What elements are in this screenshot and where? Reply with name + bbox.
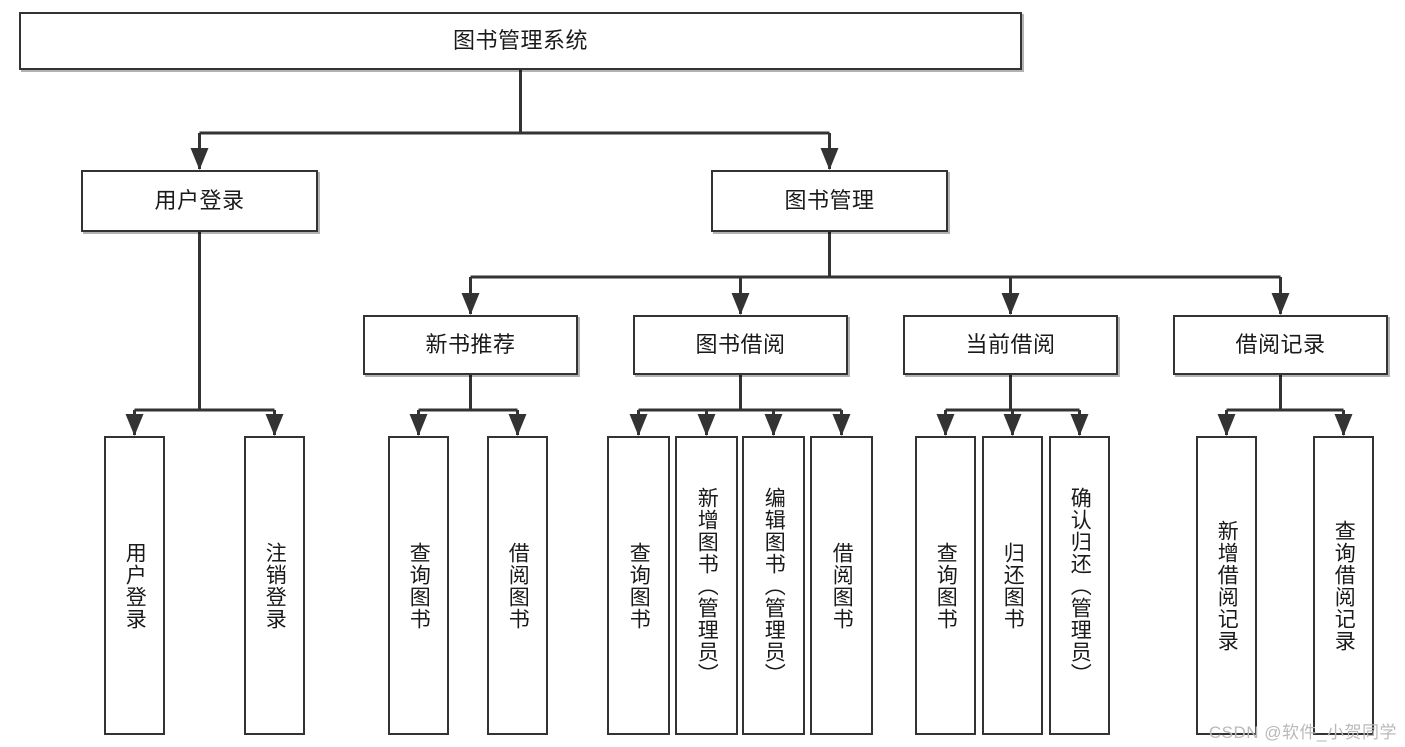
arrowhead-icon xyxy=(629,414,648,436)
node-label: 新书推荐 xyxy=(425,331,516,357)
arrowhead-icon xyxy=(731,293,750,315)
arrowhead-icon xyxy=(764,414,783,436)
node-borrow[interactable]: 图书借阅 xyxy=(633,315,848,375)
arrowhead-icon xyxy=(508,414,527,436)
node-label: 编辑图书（管理员） xyxy=(762,486,786,685)
node-bookmgmt[interactable]: 图书管理 xyxy=(711,170,948,232)
node-leaf-login-1[interactable]: 用户登录 xyxy=(104,436,165,735)
node-leaf-rec-2[interactable]: 查询借阅记录 xyxy=(1313,436,1374,735)
arrowhead-icon xyxy=(1334,414,1353,436)
node-leaf-cur-1[interactable]: 查询图书 xyxy=(915,436,976,735)
node-root[interactable]: 图书管理系统 xyxy=(19,12,1022,70)
arrowhead-icon xyxy=(697,414,716,436)
node-newbook[interactable]: 新书推荐 xyxy=(363,315,578,375)
arrowhead-icon xyxy=(1070,414,1089,436)
node-leaf-cur-3[interactable]: 确认归还（管理员） xyxy=(1049,436,1110,735)
node-label: 用户登录 xyxy=(154,187,245,213)
node-leaf-cur-2[interactable]: 归还图书 xyxy=(982,436,1043,735)
node-label: 当前借阅 xyxy=(965,331,1056,357)
node-leaf-borrow-4[interactable]: 借阅图书 xyxy=(810,436,873,735)
node-label: 图书管理 xyxy=(784,187,875,213)
node-label: 图书借阅 xyxy=(695,331,786,357)
node-leaf-borrow-3[interactable]: 编辑图书（管理员） xyxy=(742,436,805,735)
arrowhead-icon xyxy=(190,148,209,170)
node-leaf-borrow-1[interactable]: 查询图书 xyxy=(607,436,670,735)
node-records[interactable]: 借阅记录 xyxy=(1173,315,1388,375)
watermark-text: CSDN @软件_小贺同学 xyxy=(1208,723,1397,742)
arrowhead-icon xyxy=(936,414,955,436)
node-leaf-new-1[interactable]: 查询图书 xyxy=(388,436,449,735)
node-leaf-new-2[interactable]: 借阅图书 xyxy=(487,436,548,735)
node-current[interactable]: 当前借阅 xyxy=(903,315,1118,375)
node-label: 新增图书（管理员） xyxy=(695,486,719,685)
node-label: 查询图书 xyxy=(627,541,651,630)
arrowhead-icon xyxy=(1003,414,1022,436)
node-label: 图书管理系统 xyxy=(452,27,588,53)
node-login[interactable]: 用户登录 xyxy=(81,170,318,232)
arrowhead-icon xyxy=(1217,414,1236,436)
node-label: 确认归还（管理员） xyxy=(1068,486,1092,685)
node-label: 用户登录 xyxy=(123,541,147,630)
arrowhead-icon xyxy=(125,414,144,436)
arrowhead-icon xyxy=(832,414,851,436)
node-label: 归还图书 xyxy=(1001,541,1025,630)
arrowhead-icon xyxy=(409,414,428,436)
node-leaf-rec-1[interactable]: 新增借阅记录 xyxy=(1196,436,1257,735)
node-label: 注销登录 xyxy=(263,541,287,630)
node-label: 借阅图书 xyxy=(830,541,854,630)
node-label: 新增借阅记录 xyxy=(1215,519,1239,652)
arrowhead-icon xyxy=(1271,293,1290,315)
node-label: 查询图书 xyxy=(934,541,958,630)
arrowhead-icon xyxy=(265,414,284,436)
node-label: 借阅图书 xyxy=(506,541,530,630)
node-label: 查询图书 xyxy=(407,541,431,630)
arrowhead-icon xyxy=(1001,293,1020,315)
node-label: 查询借阅记录 xyxy=(1332,519,1356,652)
node-label: 借阅记录 xyxy=(1235,331,1326,357)
node-leaf-login-2[interactable]: 注销登录 xyxy=(244,436,305,735)
node-leaf-borrow-2[interactable]: 新增图书（管理员） xyxy=(675,436,738,735)
arrowhead-icon xyxy=(461,293,480,315)
arrowhead-icon xyxy=(820,148,839,170)
